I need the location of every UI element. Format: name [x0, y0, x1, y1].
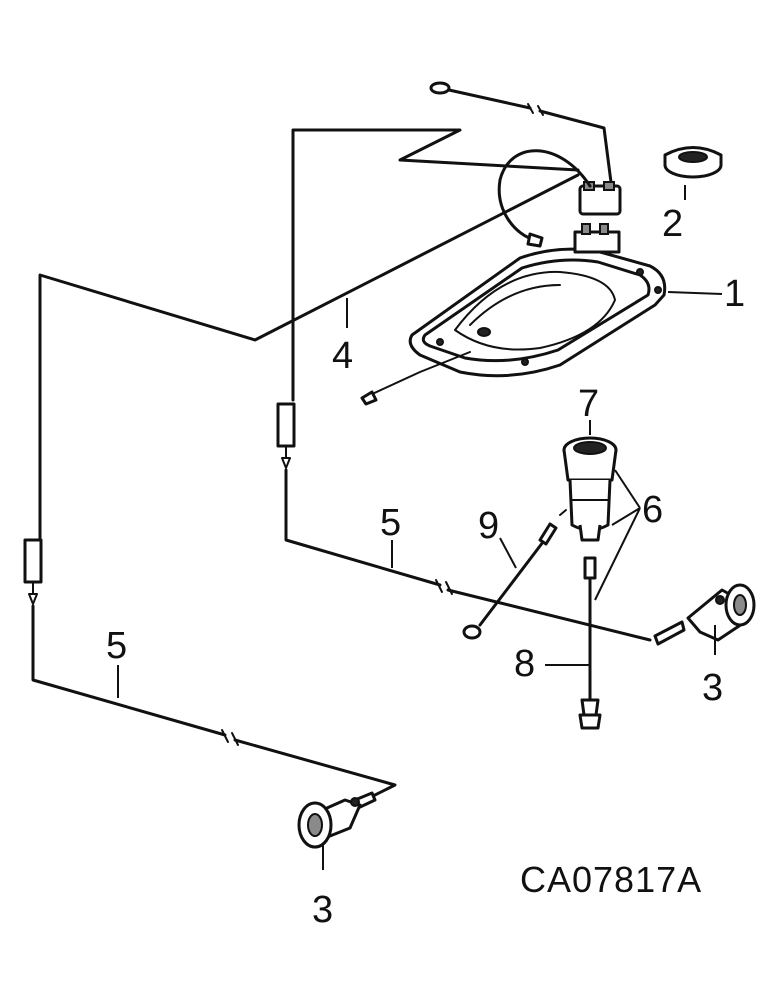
- callout-3-right: 3: [702, 667, 723, 709]
- grommet: [663, 146, 723, 179]
- lamp-bulb-screw: [360, 351, 471, 406]
- leader-1: [667, 291, 723, 295]
- callout-3-left: 3: [312, 889, 333, 931]
- connector-plug: [497, 149, 622, 248]
- leader-6: [594, 469, 641, 601]
- callout-4: 4: [332, 335, 353, 377]
- callout-8: 8: [514, 643, 535, 685]
- wire-5-left: [31, 604, 397, 810]
- wire-5-right: [284, 468, 686, 646]
- callout-2: 2: [662, 203, 683, 245]
- callout-1: 1: [724, 273, 745, 315]
- callout-5-right: 5: [380, 502, 401, 544]
- wiring-harness-4: [23, 128, 580, 605]
- door-switch-right: [686, 583, 756, 642]
- callout-7: 7: [578, 383, 599, 425]
- callout-6: 6: [642, 489, 663, 531]
- cigar-lighter: [559, 436, 618, 580]
- drawing-code: CA07817A: [520, 859, 702, 900]
- leader-9: [499, 537, 517, 569]
- wire-8: [578, 578, 602, 730]
- callout-5-left: 5: [106, 625, 127, 667]
- wire-9: [462, 522, 558, 640]
- courtesy-lamp-housing: [408, 223, 667, 378]
- callout-9: 9: [478, 505, 499, 547]
- ground-lead: [429, 81, 614, 192]
- door-switch-left: [297, 797, 362, 849]
